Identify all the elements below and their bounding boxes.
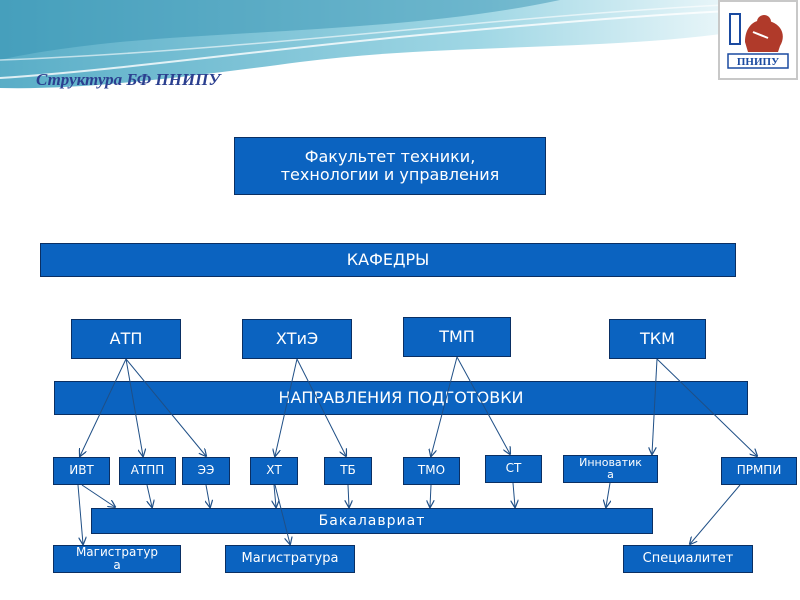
master-left-line-1: Магистратур — [75, 544, 159, 559]
departments-header: КАФЕДРЫ — [40, 243, 736, 277]
directions-header: НАПРАВЛЕНИЯ ПОДГОТОВКИ — [54, 381, 748, 415]
faculty-line-2: технологии и управления — [280, 165, 500, 184]
department-tkm: ТКМ — [609, 319, 706, 359]
svg-text:ПНИПУ: ПНИПУ — [737, 56, 779, 68]
faculty-line-1: Факультет техники, — [304, 146, 476, 166]
department-tmp: ТМП — [403, 317, 511, 357]
department-atp: АТП — [71, 319, 181, 359]
program-innovatika-line-2: а — [607, 468, 614, 481]
department-htie: ХТиЭ — [242, 319, 352, 359]
faculty-box: Факультет техники, технологии и управлен… — [234, 137, 546, 195]
master-box-left: Магистратур а — [53, 545, 181, 573]
master-left-line-2: а — [113, 558, 121, 572]
program-ee: ЭЭ — [182, 457, 230, 485]
university-logo: ПНИПУ — [718, 0, 798, 80]
program-innovatika-line-1: Инноватик — [579, 455, 642, 469]
program-ht: ХТ — [250, 457, 298, 485]
program-atpp: АТПП — [119, 457, 176, 485]
program-tmo: ТМО — [403, 457, 460, 485]
bachelor-bar: Бакалавриат — [91, 508, 653, 534]
program-st: СТ — [485, 455, 542, 483]
slide-title: Структура БФ ПНИПУ — [36, 70, 221, 89]
program-innovatika: Инноватик а — [563, 455, 658, 483]
program-prmpi: ПРМПИ — [721, 457, 797, 485]
program-tb: ТБ — [324, 457, 372, 485]
master-box-center: Магистратура — [225, 545, 355, 573]
specialist-box: Специалитет — [623, 545, 753, 573]
program-ivt: ИВТ — [53, 457, 110, 485]
bear-emblem-icon: ПНИПУ — [723, 5, 793, 75]
